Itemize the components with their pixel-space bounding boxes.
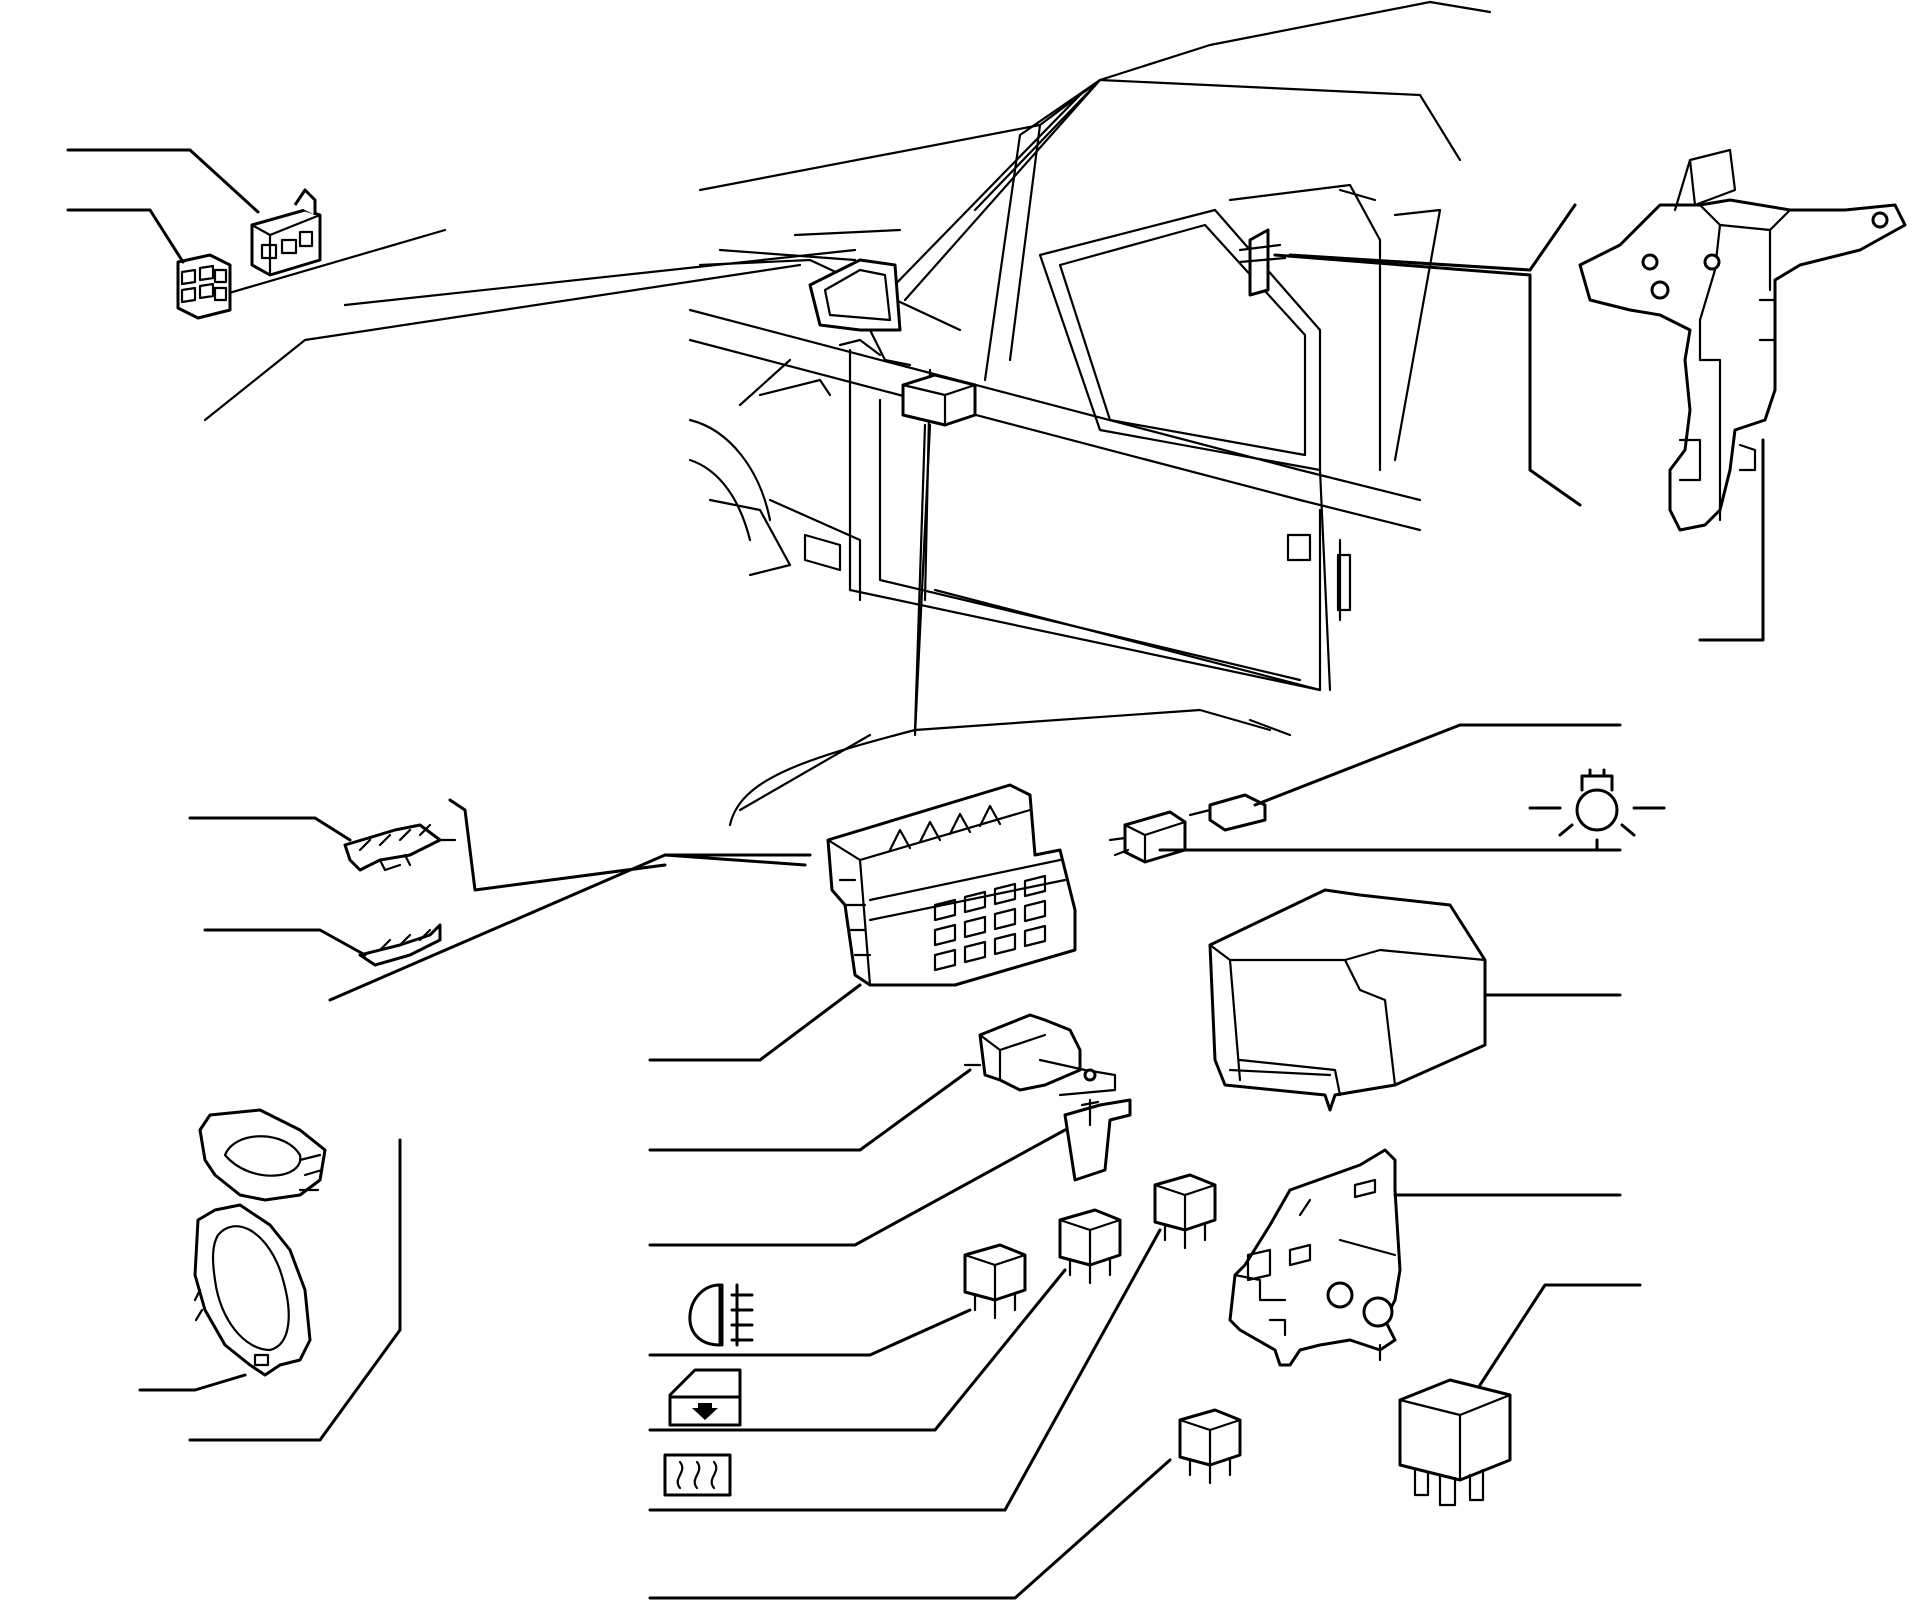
part-11-cover xyxy=(1208,888,1622,1112)
part-14-relay xyxy=(1398,1283,1642,1507)
part-8-connector xyxy=(1188,723,1622,832)
part-1-fuse-box xyxy=(328,783,1077,1062)
rear-fog-light-icon xyxy=(688,1283,754,1347)
part-13-relay-c xyxy=(648,1408,1242,1600)
part-9-relay xyxy=(1108,768,1666,864)
rear-defroster-icon xyxy=(663,1453,732,1497)
part-15-relay-socket xyxy=(66,148,322,277)
part-16-connector xyxy=(66,208,232,320)
vehicle-outline xyxy=(203,0,1492,827)
part-7-terminal xyxy=(203,923,442,967)
part-4-relay xyxy=(648,1243,1027,1357)
power-window-icon xyxy=(668,1368,742,1427)
part-3-fastener xyxy=(648,1098,1132,1247)
part-12-bracket xyxy=(1238,148,1907,642)
part-5-bracket-plate xyxy=(1228,1148,1622,1367)
part-13-relay-b xyxy=(648,1173,1217,1512)
part-13-relay-a xyxy=(648,1208,1122,1432)
part-2-connector-bracket xyxy=(648,1013,1117,1152)
part-6-terminal xyxy=(188,798,667,892)
interior-light-icon xyxy=(1528,768,1666,852)
part-10-ring xyxy=(138,1108,402,1442)
